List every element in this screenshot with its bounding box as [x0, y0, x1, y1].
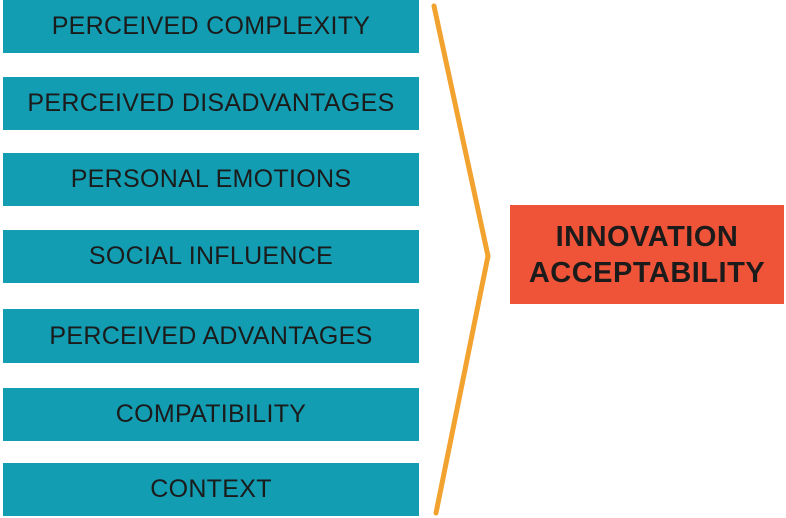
factor-label: CONTEXT — [150, 475, 272, 503]
factor-label: COMPATIBILITY — [115, 400, 307, 428]
factor-box-compatibility: COMPATIBILITY — [3, 388, 419, 441]
factor-box-perceived-advantages: PERCEIVED ADVANTAGES — [3, 309, 419, 363]
factor-label: PERCEIVED DISADVANTAGES — [27, 89, 395, 117]
factor-label: PERCEIVED ADVANTAGES — [49, 321, 373, 350]
outcome-label-line1: INNOVATION — [555, 220, 739, 253]
factor-box-context: CONTEXT — [3, 463, 419, 516]
bracket-chevron-line — [431, 3, 491, 516]
factor-box-social-influence: SOCIAL INFLUENCE — [3, 230, 419, 283]
factor-box-perceived-disadvantages: PERCEIVED DISADVANTAGES — [3, 77, 419, 130]
outcome-box-innovation-acceptability: INNOVATION ACCEPTABILITY — [510, 205, 784, 304]
outcome-label-line2: ACCEPTABILITY — [528, 256, 766, 289]
factor-label: SOCIAL INFLUENCE — [88, 242, 334, 270]
factor-box-perceived-complexity: PERCEIVED COMPLEXITY — [3, 0, 419, 53]
factor-box-personal-emotions: PERSONAL EMOTIONS — [3, 153, 419, 206]
factor-label: PERCEIVED COMPLEXITY — [51, 12, 371, 40]
factor-label: PERSONAL EMOTIONS — [70, 165, 352, 193]
